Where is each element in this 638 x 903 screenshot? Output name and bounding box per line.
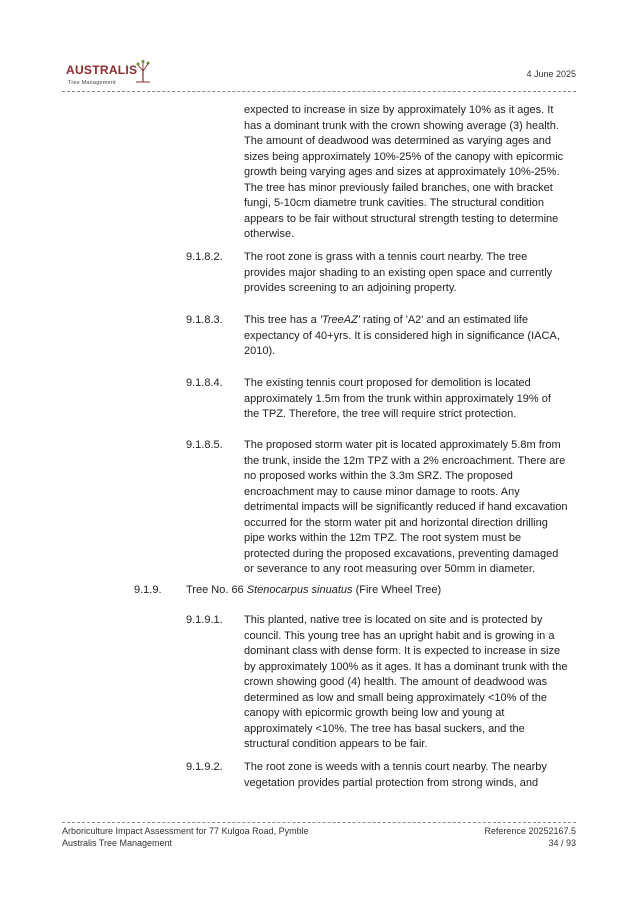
paragraph: The existing tennis court proposed for d… xyxy=(244,377,551,420)
paragraph: The root zone is grass with a tennis cou… xyxy=(244,251,553,294)
section-number: 9.1.9.1. xyxy=(186,614,223,626)
section-number: 9.1.9.2. xyxy=(186,761,223,773)
section-number: 9.1.8.4. xyxy=(186,377,223,389)
tree-heading: Tree No. 66 Stenocarpus sinuatus (Fire W… xyxy=(186,583,568,599)
footer-company: Australis Tree Management xyxy=(62,837,173,848)
footer-left: Arboriculture Impact Assessment for 77 K… xyxy=(62,826,309,849)
header-date: 4 June 2025 xyxy=(526,69,576,79)
paragraph: The root zone is weeds with a tennis cou… xyxy=(244,761,547,789)
paragraph: This planted, native tree is located on … xyxy=(244,614,568,750)
footer-divider xyxy=(62,822,576,823)
species-name: Stenocarpus sinuatus xyxy=(246,584,353,596)
text-run: This tree has a xyxy=(244,314,320,326)
footer-reference: Reference 20252167.5 xyxy=(484,826,576,836)
text-run: Tree No. 66 xyxy=(186,584,247,596)
paragraph: The proposed storm water pit is located … xyxy=(244,439,568,575)
text-run: rating of 'A2' and an estimated life exp… xyxy=(244,314,560,357)
section-number: 9.1.9. xyxy=(134,584,162,596)
section-number: 9.1.8.3. xyxy=(186,314,223,326)
logo-subtitle: Tree Management xyxy=(68,80,116,86)
footer-right: Reference 20252167.5 34 / 93 xyxy=(484,826,576,849)
footer-page-number: 34 / 93 xyxy=(548,837,576,848)
text-run-italic: 'TreeAZ' xyxy=(319,314,360,326)
company-logo: AUSTRALIS Tree Management xyxy=(62,56,152,90)
header-divider xyxy=(62,91,576,92)
text-run: (Fire Wheel Tree) xyxy=(352,584,442,596)
logo-wordmark: AUSTRALIS xyxy=(66,63,138,77)
page-header: AUSTRALIS Tree Management 4 June 2025 xyxy=(62,56,576,96)
paragraph-continued: expected to increase in size by approxim… xyxy=(244,104,564,240)
paragraph-rating: This tree has a 'TreeAZ' rating of 'A2' … xyxy=(244,313,568,360)
section-number: 9.1.8.5. xyxy=(186,439,223,451)
tree-logo-icon xyxy=(136,60,150,83)
section-number: 9.1.8.2. xyxy=(186,251,223,263)
footer-report-title: Arboriculture Impact Assessment for 77 K… xyxy=(62,826,309,836)
